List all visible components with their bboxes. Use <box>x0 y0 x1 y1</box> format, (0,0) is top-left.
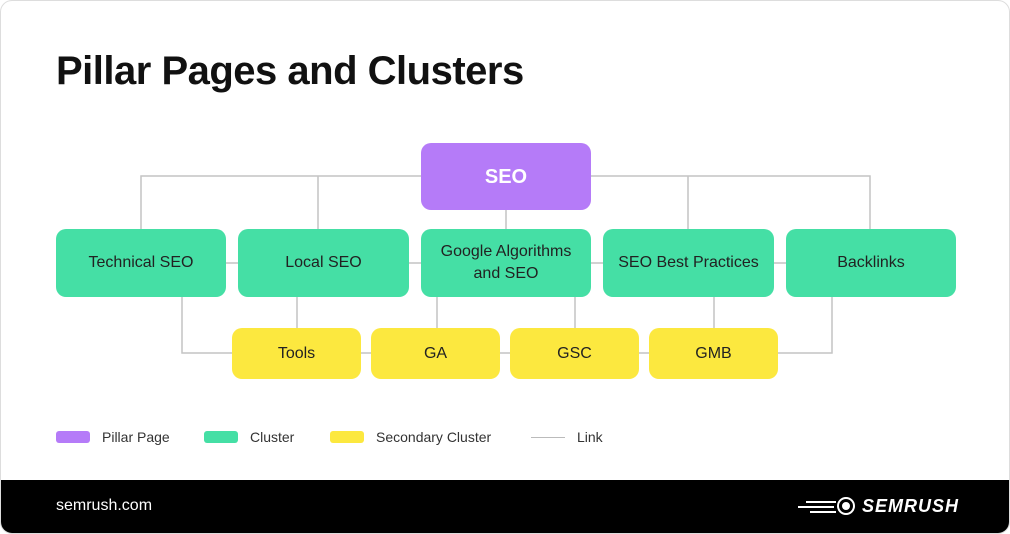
semrush-logo: SEMRUSH <box>796 494 959 518</box>
logo-text: SEMRUSH <box>862 495 960 516</box>
secondary-node: Tools <box>232 328 361 379</box>
cluster-node: SEO Best Practices <box>603 229 774 297</box>
legend-label: Link <box>577 429 603 445</box>
site-url: semrush.com <box>56 497 153 514</box>
legend-swatch <box>330 431 364 443</box>
legend-pillar: Pillar Page <box>56 429 170 445</box>
secondary-node: GMB <box>649 328 778 379</box>
legend-line <box>531 436 565 438</box>
link-line <box>181 297 833 354</box>
legend-label: Pillar Page <box>102 429 170 445</box>
legend-label: Secondary Cluster <box>376 429 492 445</box>
legend-cluster: Cluster <box>204 429 294 445</box>
cluster-node: Google Algorithms and SEO <box>421 229 591 297</box>
legend-secondary: Secondary Cluster <box>330 429 491 445</box>
secondary-node: GA <box>371 328 500 379</box>
secondary-node: GSC <box>510 328 639 379</box>
page-title: Pillar Pages and Clusters <box>56 49 524 93</box>
legend-swatch <box>56 431 90 443</box>
legend-swatch <box>204 431 238 443</box>
link-line <box>317 176 689 229</box>
cluster-node: Backlinks <box>786 229 956 297</box>
legend-label: Cluster <box>250 429 295 445</box>
pillar-node-seo: SEO <box>421 143 591 210</box>
legend-link: Link <box>531 429 603 445</box>
cluster-node: Local SEO <box>238 229 409 297</box>
semrush-fireball-icon <box>798 497 855 515</box>
cluster-node: Technical SEO <box>56 229 226 297</box>
footer: semrush.com SEMRUSH <box>1 480 1009 533</box>
